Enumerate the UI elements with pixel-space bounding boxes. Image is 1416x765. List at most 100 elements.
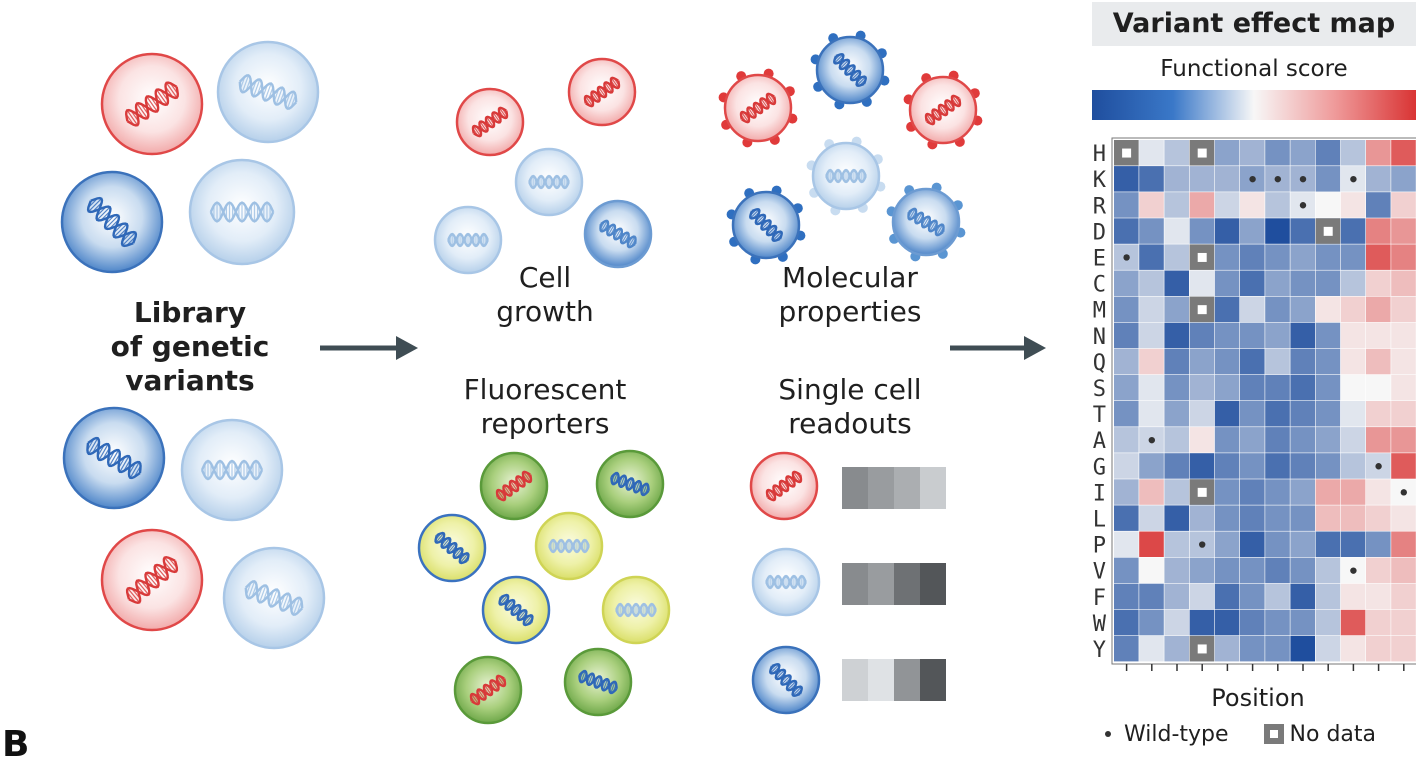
cell-mblue-18 — [886, 182, 966, 262]
heatmap-cell-Q-6 — [1240, 348, 1265, 375]
heatmap-cell-H-5 — [1214, 140, 1240, 166]
heatmap-cell-C-12 — [1391, 270, 1416, 296]
heatmap-cell-K-1 — [1114, 166, 1139, 192]
heatmap-cell-H-2 — [1139, 140, 1164, 166]
dna-helix-icon — [832, 52, 868, 88]
heatmap-cell-C-8 — [1290, 270, 1315, 296]
heatmap-cell-R-4 — [1189, 192, 1215, 218]
cell-red-6 — [100, 528, 204, 632]
heatmap-cell-Y-10 — [1340, 635, 1366, 662]
heatmap-cell-P-6 — [1240, 531, 1265, 557]
row-label-Y: Y — [1093, 638, 1106, 663]
heatmap-cell-N-3 — [1164, 322, 1189, 349]
readout-bar-1-segment-3 — [920, 563, 946, 605]
wild-type-marker — [1350, 175, 1357, 183]
heatmap-cell-P-12 — [1391, 531, 1416, 557]
dna-helix-icon — [447, 232, 489, 248]
heatmap-cell-G-10 — [1340, 453, 1366, 479]
heatmap-cell-T-6 — [1240, 401, 1265, 427]
cell-red-13 — [718, 68, 798, 148]
heatmap-cell-C-7 — [1265, 270, 1290, 296]
heatmap-cell-Q-7 — [1265, 348, 1290, 375]
heatmap-cell-R-12 — [1391, 192, 1416, 218]
heatmap-cell-S-7 — [1265, 374, 1290, 401]
cell-growth-line-2: growth — [496, 295, 594, 328]
dna-helix-icon — [209, 201, 275, 223]
cell-lblue-1 — [216, 40, 320, 144]
row-label-E: E — [1093, 246, 1106, 271]
row-label-K: K — [1093, 168, 1107, 193]
cell-yellow-23 — [481, 575, 551, 645]
single-cell-readouts-label: Single cell readouts — [740, 373, 960, 441]
heatmap-cell-K-4 — [1189, 166, 1215, 192]
heatmap-cell-R-6 — [1240, 192, 1265, 218]
heatmap-cell-T-9 — [1315, 401, 1341, 427]
heatmap-cell-E-6 — [1240, 244, 1265, 270]
heatmap-cell-R-2 — [1139, 192, 1164, 218]
dna-helix-icon — [615, 602, 657, 618]
panel-letter: B — [2, 724, 30, 765]
heatmap-cell-C-2 — [1139, 270, 1164, 296]
cell-yellowl-22 — [534, 511, 604, 581]
heatmap-cell-N-12 — [1391, 322, 1416, 349]
heatmap-cell-K-5 — [1214, 166, 1240, 192]
readout-bar-1-segment-2 — [894, 563, 920, 605]
dna-helix-icon — [498, 593, 534, 627]
heatmap-cell-L-7 — [1265, 505, 1290, 531]
wild-type-marker — [1148, 436, 1156, 444]
heatmap-cell-Y-12 — [1391, 635, 1416, 662]
wild-type-marker — [1400, 489, 1408, 496]
cell-yellow-21 — [417, 513, 487, 583]
cell-lblue-5 — [180, 418, 284, 522]
cell-lblue-7 — [222, 546, 326, 650]
arrow-to-assays — [320, 336, 418, 360]
heatmap-cell-Q-8 — [1290, 348, 1315, 375]
wild-type-marker — [1274, 175, 1282, 183]
heatmap-cell-V-1 — [1114, 557, 1139, 584]
heatmap-cell-M-2 — [1139, 296, 1164, 323]
heatmap-cell-E-12 — [1391, 244, 1416, 270]
no-data-marker — [1189, 479, 1215, 505]
readout-bar-2-segment-1 — [868, 659, 894, 701]
heatmap-cell-Q-2 — [1139, 348, 1164, 375]
heatmap-cell-K-12 — [1391, 166, 1416, 192]
heatmap-cell-I-6 — [1240, 479, 1265, 505]
heatmap-cell-P-11 — [1366, 531, 1391, 557]
cell-green-19 — [479, 451, 549, 521]
cell-blue-4 — [62, 406, 166, 510]
cell-lblue-11 — [433, 205, 503, 275]
heatmap-cell-F-12 — [1391, 583, 1416, 610]
heatmap-cell-V-7 — [1265, 557, 1290, 584]
row-label-G: G — [1093, 455, 1106, 480]
row-label-A: A — [1093, 429, 1106, 454]
heatmap-cell-T-4 — [1189, 401, 1215, 427]
heatmap-cell-P-8 — [1290, 531, 1315, 557]
dna-helix-icon — [578, 669, 618, 695]
heatmap-cell-F-5 — [1214, 583, 1240, 610]
heatmap-cell-I-1 — [1114, 479, 1139, 505]
heatmap-cell-Q-3 — [1164, 348, 1189, 375]
dna-helix-icon — [86, 436, 142, 480]
heatmap-cell-R-3 — [1164, 192, 1189, 218]
heatmap-cell-F-7 — [1265, 583, 1290, 610]
dna-helix-icon — [739, 92, 777, 124]
heatmap-cell-A-4 — [1189, 427, 1215, 453]
heatmap-cell-D-6 — [1240, 218, 1265, 244]
heatmap-cell-E-7 — [1265, 244, 1290, 270]
heatmap-cell-W-7 — [1265, 609, 1290, 636]
heatmap-cell-G-7 — [1265, 453, 1290, 479]
heatmap-cell-L-6 — [1240, 505, 1265, 531]
heatmap-cell-F-10 — [1340, 583, 1366, 610]
cell-blue-29 — [751, 645, 821, 715]
no-data-marker — [1315, 218, 1341, 244]
cells-layer — [60, 30, 983, 725]
heatmap-cell-F-6 — [1240, 583, 1265, 610]
heatmap-cell-N-9 — [1315, 322, 1341, 349]
heatmap-cell-C-3 — [1164, 270, 1189, 296]
heatmap-cell-I-2 — [1139, 479, 1164, 505]
heatmap-cell-Q-9 — [1315, 348, 1341, 375]
row-label-C: C — [1093, 273, 1106, 298]
heatmap-cell-I-7 — [1265, 479, 1290, 505]
heatmap-cell-G-3 — [1164, 453, 1189, 479]
heatmap-cell-L-5 — [1214, 505, 1240, 531]
